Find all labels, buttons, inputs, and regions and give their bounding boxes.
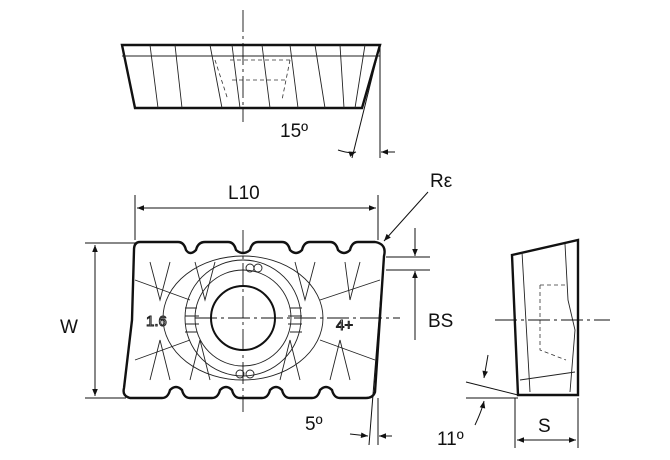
length-label: L10: [228, 183, 260, 204]
facet-label: BS: [428, 311, 453, 332]
clearance-angle-label: 11º: [437, 429, 464, 450]
insert-marking-left: 1.6: [146, 313, 167, 330]
main-view: 1.6 4+ L10 W Rε BS 5º: [60, 171, 453, 446]
edge-angle-label: 5º: [305, 414, 323, 435]
corner-radius-label: Rε: [430, 171, 453, 192]
width-label: W: [60, 317, 78, 338]
top-view: 15º: [120, 10, 395, 159]
top-angle-label: 15º: [280, 121, 308, 142]
thickness-label: S: [538, 416, 551, 437]
insert-marking-right: 4+: [336, 317, 353, 334]
side-view: 11º S: [437, 238, 610, 450]
